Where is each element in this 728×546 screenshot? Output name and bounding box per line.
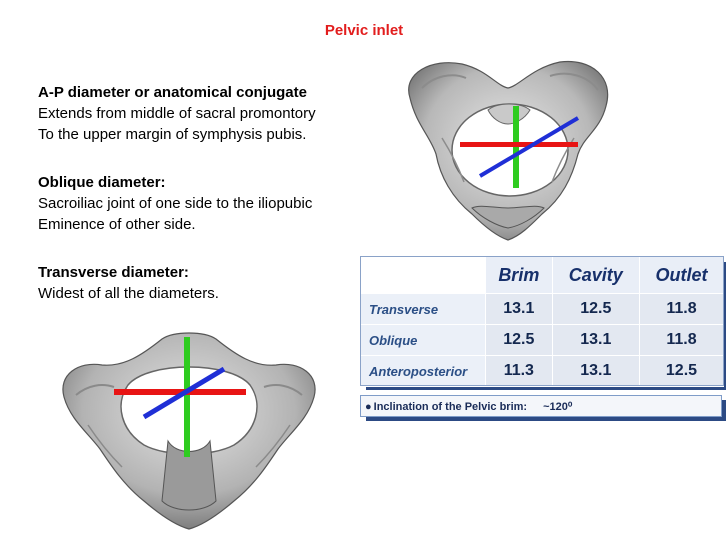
oblique-diameter-line-1: Sacroiliac joint of one side to the ilio…: [38, 195, 313, 212]
row-label-oblique: Oblique: [360, 324, 486, 356]
table-shadow-bottom: [366, 386, 726, 390]
cell-transverse-brim: 13.1: [485, 293, 553, 325]
inclination-value: ~120⁰: [543, 401, 573, 413]
cell-anteroposterior-outlet: 12.5: [638, 355, 725, 387]
table-header-row: Brim Cavity Outlet: [360, 256, 725, 294]
bullet-icon: ●: [365, 401, 372, 413]
column-header-cavity: Cavity: [551, 256, 640, 294]
transverse-diameter-block: Transverse diameter: Widest of all the d…: [38, 262, 219, 304]
note-shadow-bottom: [366, 417, 726, 421]
table-corner: [360, 256, 486, 294]
table-row: Oblique 12.5 13.1 11.8: [360, 324, 725, 356]
table-row: Anteroposterior 11.3 13.1 12.5: [360, 355, 725, 387]
cell-transverse-cavity: 12.5: [551, 293, 640, 325]
ap-diameter-line-1: Extends from middle of sacral promontory: [38, 105, 316, 122]
column-header-outlet: Outlet: [638, 256, 725, 294]
diameter-table: Brim Cavity Outlet Transverse 13.1 12.5 …: [360, 256, 725, 387]
column-header-brim: Brim: [485, 256, 553, 294]
inclination-label: Inclination of the Pelvic brim:: [373, 401, 528, 413]
table-row: Transverse 13.1 12.5 11.8: [360, 293, 725, 325]
cell-oblique-brim: 12.5: [485, 324, 553, 356]
cell-anteroposterior-brim: 11.3: [485, 355, 553, 387]
oblique-diameter-line-2: Eminence of other side.: [38, 216, 196, 233]
oblique-diameter-block: Oblique diameter: Sacroiliac joint of on…: [38, 172, 312, 235]
pelvis-top-image: [408, 60, 609, 241]
row-label-anteroposterior: Anteroposterior: [360, 355, 486, 387]
cell-anteroposterior-cavity: 13.1: [551, 355, 640, 387]
inclination-note: ●Inclination of the Pelvic brim: ~120⁰: [360, 395, 722, 417]
pelvis-bottom-image: [62, 332, 316, 530]
slide-title: Pelvic inlet: [324, 22, 404, 39]
ap-diameter-block: A-P diameter or anatomical conjugate Ext…: [38, 82, 316, 145]
cell-oblique-outlet: 11.8: [638, 324, 725, 356]
ap-diameter-line-2: To the upper margin of symphysis pubis.: [38, 126, 307, 143]
ap-diameter-heading: A-P diameter or anatomical conjugate: [38, 84, 307, 101]
transverse-diameter-line-1: Widest of all the diameters.: [38, 285, 219, 302]
cell-transverse-outlet: 11.8: [638, 293, 725, 325]
transverse-diameter-heading: Transverse diameter:: [38, 264, 189, 281]
row-label-transverse: Transverse: [360, 293, 486, 325]
cell-oblique-cavity: 13.1: [551, 324, 640, 356]
note-shadow-right: [722, 400, 726, 420]
table-shadow-right: [722, 262, 726, 390]
oblique-diameter-heading: Oblique diameter:: [38, 174, 166, 191]
